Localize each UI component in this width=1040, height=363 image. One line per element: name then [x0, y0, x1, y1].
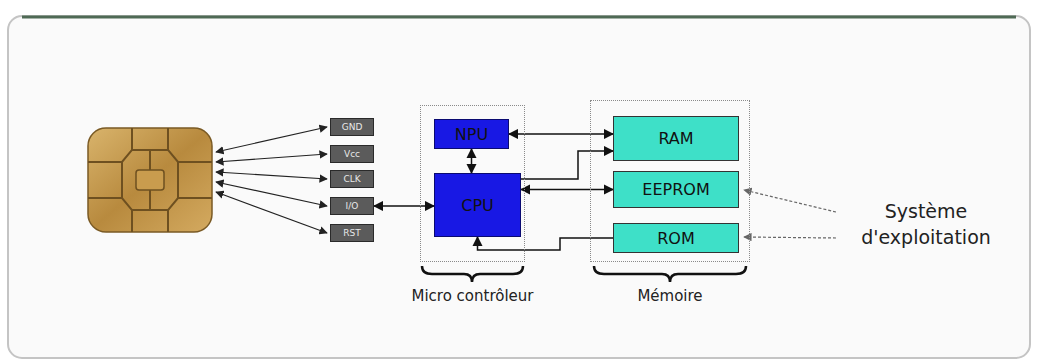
group-heading: Mémoire — [571, 287, 769, 305]
memory-box: EEPROM — [613, 171, 739, 208]
card — [8, 16, 1030, 358]
contact-wires — [216, 127, 327, 233]
processor-box: NPU — [434, 119, 509, 149]
group-frame: Micro contrôleurNPUCPU — [420, 105, 525, 262]
box-label: I/O — [346, 202, 359, 211]
box-label: CPU — [461, 196, 494, 215]
pin-box: GND — [330, 118, 374, 136]
memory-box: ROM — [613, 223, 739, 253]
bus-connector — [478, 237, 614, 250]
box-label: RST — [343, 229, 360, 238]
pin-box: CLK — [330, 170, 374, 188]
bus-connector — [521, 151, 613, 179]
pin-box: RST — [330, 224, 374, 242]
group-heading: Micro contrôleur — [401, 287, 544, 305]
chip-contacts — [88, 128, 212, 232]
annotation-label: Système d'exploitation — [838, 198, 1014, 250]
box-label: GND — [342, 123, 363, 132]
group-brackets — [422, 266, 746, 282]
leader-lines — [744, 190, 836, 238]
bus-connector — [521, 189, 613, 191]
box-label: EEPROM — [642, 180, 709, 199]
box-label: RAM — [658, 129, 693, 148]
group-frame: MémoireRAMEEPROMROM — [590, 100, 750, 262]
pin-box: Vcc — [330, 145, 374, 163]
box-label: Vcc — [344, 150, 360, 159]
bus-connector — [471, 149, 473, 173]
box-label: CLK — [343, 175, 360, 184]
processor-box: CPU — [434, 173, 521, 237]
box-label: NPU — [455, 125, 488, 144]
box-label: ROM — [657, 229, 695, 248]
memory-box: RAM — [613, 116, 739, 161]
pin-box: I/O — [330, 197, 374, 215]
bus-connector — [374, 205, 434, 207]
